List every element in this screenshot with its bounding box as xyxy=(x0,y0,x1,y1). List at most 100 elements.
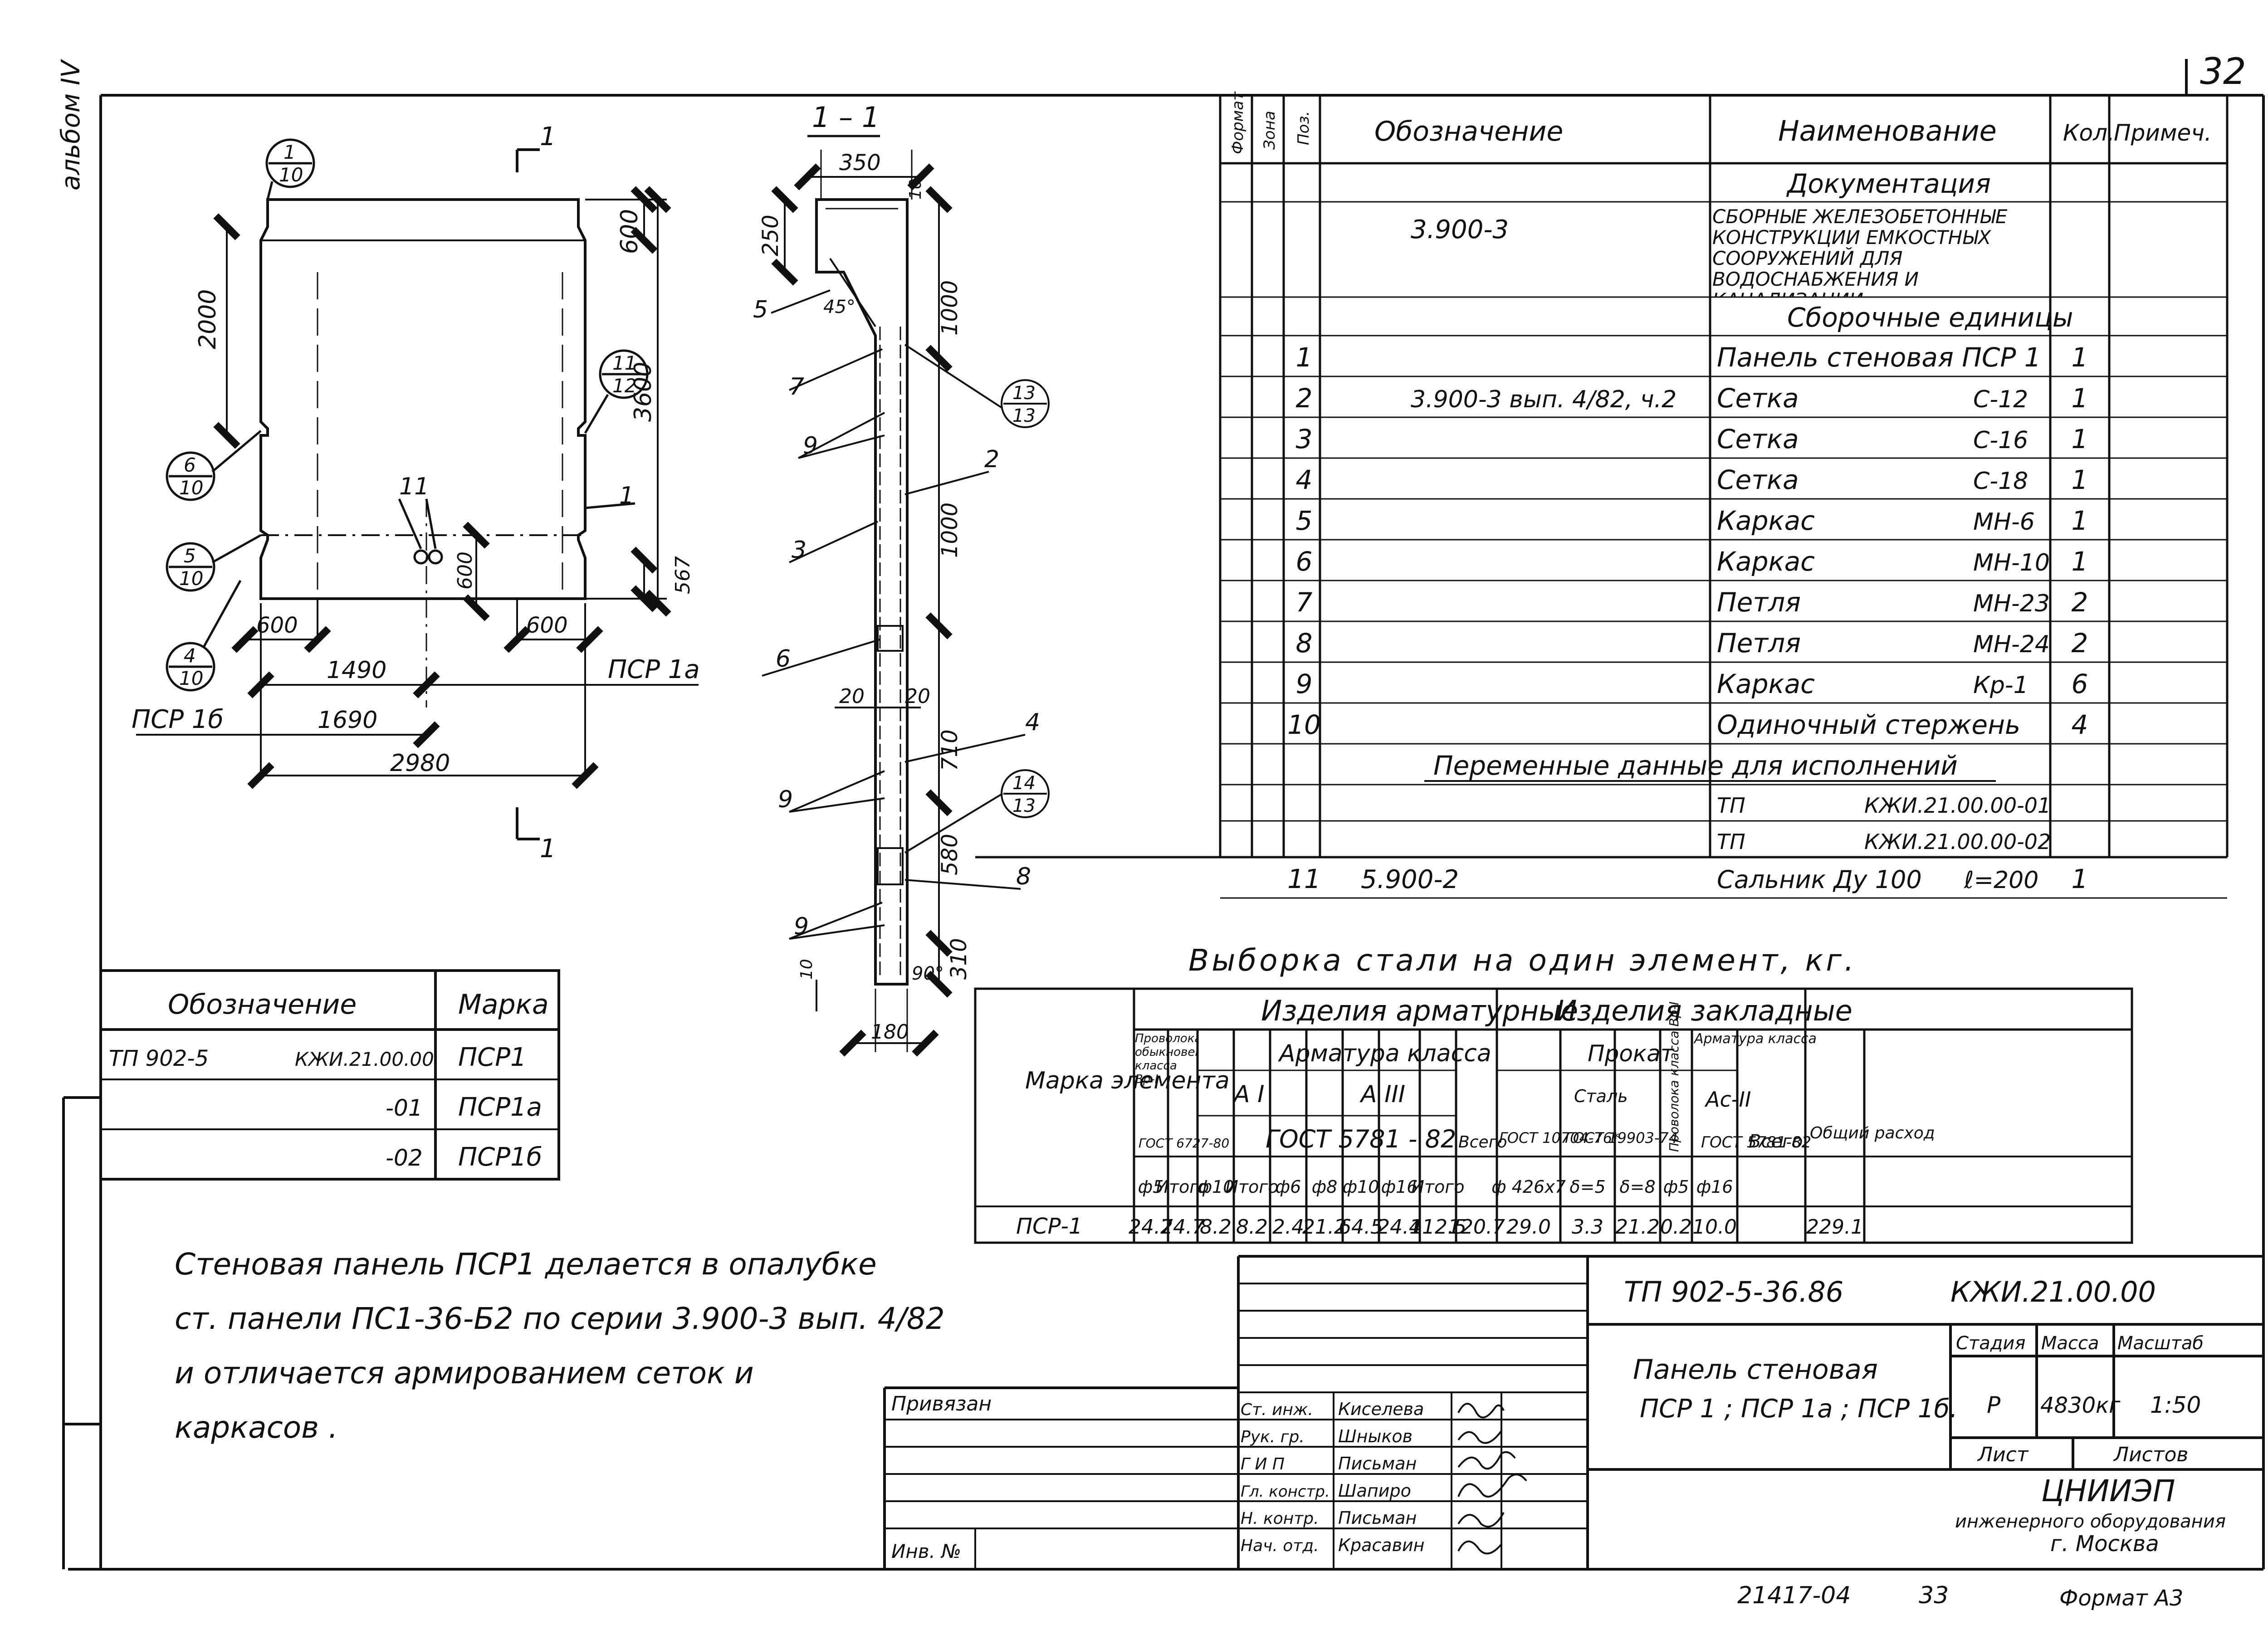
svg-text:1000: 1000 xyxy=(937,280,963,336)
section-dim-text: 350 10 250 1000 1000 20 20 710 580 310 1… xyxy=(758,150,972,1044)
spec-qty: 2 xyxy=(2072,628,2088,659)
spec-document-name: Сборные железобетонные конструкции емкос… xyxy=(1712,206,2008,297)
svg-text:Привязан: Привязан xyxy=(891,1392,992,1415)
section-marker-bottom: 1 xyxy=(540,834,556,864)
spec-pos: 11 xyxy=(1287,864,1321,894)
svg-text:Рук. гр.: Рук. гр. xyxy=(1241,1428,1305,1446)
svg-text:13: 13 xyxy=(1012,383,1036,404)
svg-text:1000: 1000 xyxy=(937,503,963,558)
svg-text:Марка: Марка xyxy=(458,989,549,1020)
svg-text:8: 8 xyxy=(1016,863,1031,890)
spec-qty: 1 xyxy=(2072,546,2088,577)
elevation-dimensions xyxy=(136,186,699,789)
spec-mark: С-18 xyxy=(1973,468,2028,495)
svg-text:4830кг: 4830кг xyxy=(2040,1393,2121,1418)
steel-subheader: δ=8 xyxy=(1619,1177,1655,1197)
steel-gost10704: ГОСТ 10704-76* xyxy=(1499,1129,1619,1147)
svg-text:Стадия: Стадия xyxy=(1956,1333,2025,1354)
steel-total: Всего xyxy=(1458,1133,1507,1152)
svg-text:ЦНИИЭП: ЦНИИЭП xyxy=(2041,1474,2175,1508)
spec-qty: 2 xyxy=(2072,587,2088,618)
svg-text:Нач. отд.: Нач. отд. xyxy=(1241,1537,1319,1555)
spec-variant-code: ТП xyxy=(1717,830,1745,854)
svg-text:ПСР 1 ; ПСР 1а ; ПСР 1б.: ПСР 1 ; ПСР 1а ; ПСР 1б. xyxy=(1640,1394,1958,1424)
svg-text:9: 9 xyxy=(794,913,809,940)
svg-text:-01: -01 xyxy=(386,1095,423,1121)
svg-text:3: 3 xyxy=(792,537,807,564)
dim-1690: 1690 xyxy=(318,707,377,734)
svg-text:10: 10 xyxy=(279,164,303,186)
spec-mark: ℓ=200 xyxy=(1964,867,2038,894)
steel-row-value: 0.2 xyxy=(1660,1215,1692,1239)
svg-text:11: 11 xyxy=(612,352,636,374)
steel-subheader: ф10 xyxy=(1198,1177,1234,1197)
svg-text:6: 6 xyxy=(184,454,196,476)
steel-subheader: ф16 xyxy=(1381,1177,1418,1197)
spec-qty: 1 xyxy=(2072,342,2088,373)
dim-600-left: 600 xyxy=(256,613,298,638)
svg-text:-02: -02 xyxy=(386,1145,423,1171)
steel-subheader: ф 426х7 xyxy=(1491,1177,1566,1197)
steel-subheader: ф10 xyxy=(1343,1177,1379,1197)
svg-text:10: 10 xyxy=(906,179,925,200)
sheet-frame xyxy=(62,59,2265,1571)
footer-archive: 21417-04 xyxy=(1737,1582,1851,1609)
svg-text:Листов: Листов xyxy=(2113,1443,2188,1466)
spec-pos: 2 xyxy=(1296,383,1313,414)
steel-row-value: 112.5 xyxy=(1409,1215,1466,1239)
svg-text:каркасов .: каркасов . xyxy=(175,1410,338,1445)
spec-name: Сетка xyxy=(1717,424,1799,454)
svg-text:10: 10 xyxy=(179,477,203,499)
spec-qty: 4 xyxy=(2072,709,2088,740)
section-dimensions xyxy=(771,163,953,1057)
steel-subheader: ф6 xyxy=(1276,1177,1301,1197)
spec-variant-code: ТП xyxy=(1717,793,1745,818)
spec-name: Панель стеновая ПСР 1 xyxy=(1717,342,2041,373)
dim-567: 567 xyxy=(671,556,694,594)
spec-table-grid xyxy=(975,95,2229,899)
svg-text:ст. панели ПС1-36-Б2 по серии: ст. панели ПС1-36-Б2 по серии 3.900-3 вы… xyxy=(175,1301,945,1336)
elevation-callouts xyxy=(166,138,649,692)
spec-header-qty: Кол. xyxy=(2063,120,2115,146)
spec-name: Петля xyxy=(1717,587,1801,618)
svg-text:КЖИ.21.00.00: КЖИ.21.00.00 xyxy=(1950,1275,2156,1308)
svg-text:инженерного оборудования: инженерного оборудования xyxy=(1955,1511,2226,1532)
svg-text:350: 350 xyxy=(839,150,881,176)
steel-gost19903: ГОСТ 19903-74 xyxy=(1565,1129,1678,1147)
dim-600-right: 600 xyxy=(526,613,568,638)
spec-header-note: Примеч. xyxy=(2114,120,2212,146)
svg-text:Р: Р xyxy=(1987,1392,2001,1418)
svg-text:5: 5 xyxy=(184,545,196,567)
dim-600-top: 600 xyxy=(616,209,643,254)
svg-text:5: 5 xyxy=(753,296,768,323)
elevation-callout-text: 1 10 11 12 6 10 5 10 4 10 1 11 xyxy=(179,141,636,689)
svg-text:Письман: Письман xyxy=(1338,1508,1417,1528)
spec-header-format: Формат xyxy=(1229,91,1247,154)
spec-qty: 6 xyxy=(2072,669,2088,699)
spec-mark: С-12 xyxy=(1973,386,2028,413)
svg-text:Красавин: Красавин xyxy=(1338,1535,1425,1555)
steel-subheader: Итого xyxy=(1225,1177,1278,1197)
steel-row-value: 24.7 xyxy=(1160,1215,1205,1239)
spec-qty: 1 xyxy=(2072,383,2088,414)
spec-variant-doc: КЖИ.21.00.00-01 xyxy=(1864,793,2051,818)
steel-class-header: Арматура класса xyxy=(1278,1040,1491,1067)
spec-variant-doc: КЖИ.21.00.00-02 xyxy=(1864,830,2051,854)
steel-row-value: 8.2 xyxy=(1236,1215,1268,1239)
steel-row-value: 24.4 xyxy=(1377,1215,1422,1239)
svg-text:10: 10 xyxy=(179,567,203,590)
steel-row-value: 3.3 xyxy=(1572,1215,1603,1239)
svg-text:1: 1 xyxy=(284,141,296,163)
svg-text:Обозначение: Обозначение xyxy=(168,989,357,1020)
general-note: Стеновая панель ПСР1 делается в опалубке… xyxy=(175,1247,945,1445)
svg-text:12: 12 xyxy=(612,375,636,397)
svg-text:250: 250 xyxy=(758,215,783,256)
spec-pos: 8 xyxy=(1296,628,1313,659)
section-position-labels: 5 7 9 3 6 9 9 2 4 8 13 13 14 13 xyxy=(753,296,1040,940)
spec-mark: МН-10 xyxy=(1973,549,2050,576)
steel-row-value: 21.2 xyxy=(1615,1215,1660,1239)
steel-row-value: 21.2 xyxy=(1302,1215,1347,1239)
spec-designation: 3.900-3 вып. 4/82, ч.2 xyxy=(1411,386,1677,413)
svg-text:Стеновая панель ПСР1 делается: Стеновая панель ПСР1 делается в опалубке xyxy=(175,1247,877,1282)
